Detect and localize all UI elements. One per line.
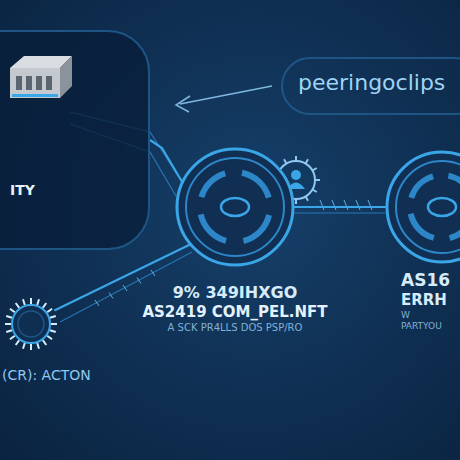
- server-icon: [0, 32, 148, 248]
- pointer-arrow: [176, 86, 272, 112]
- node-label: W: [401, 310, 460, 321]
- network-node: AS16ERRHWPARTYOU: [385, 150, 460, 333]
- node-label: (CR): ACTON: [2, 367, 152, 385]
- region-label: ITY: [10, 182, 35, 198]
- node-label: PARTYOU: [401, 321, 460, 332]
- link-line: [54, 244, 190, 310]
- label-pill: [282, 58, 460, 114]
- node-circle: [175, 147, 295, 267]
- network-node: (CR): ACTON: [2, 295, 152, 385]
- node-label: AS2419 COM_PEL.NFT: [120, 303, 350, 322]
- node-circle: [385, 150, 460, 264]
- link-line: [293, 206, 387, 208]
- node-label: A SCK PR4LLS DOS PSP/RO: [120, 322, 350, 335]
- node-label: AS16: [401, 270, 460, 291]
- network-node: 9% 349IHXGOAS2419 COM_PEL.NFTA SCK PR4LL…: [120, 147, 350, 334]
- node-label: 9% 349IHXGO: [120, 283, 350, 303]
- callout-title: peeringoclips: [298, 70, 445, 95]
- region-panel: ITY: [0, 30, 150, 250]
- node-label: ERRH: [401, 291, 460, 310]
- node-circle: [2, 295, 60, 353]
- link-line: [150, 140, 182, 182]
